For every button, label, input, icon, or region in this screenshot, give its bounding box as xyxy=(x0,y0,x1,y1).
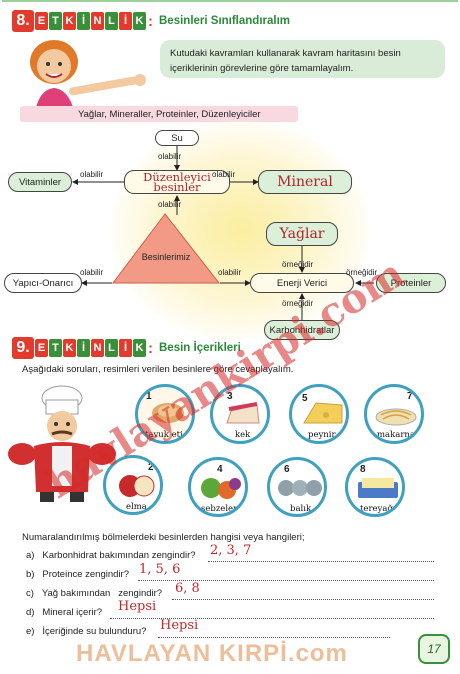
chicken-icon xyxy=(152,403,184,423)
activity-letter: İ xyxy=(77,12,90,30)
food-sebzeler: 4 sebzeler xyxy=(188,457,248,517)
answer-line xyxy=(172,599,434,600)
butter-icon xyxy=(358,478,398,498)
answer-e: Hepsi xyxy=(160,618,199,633)
question-e: e) İçeriğinde su bulunduru? xyxy=(26,626,147,637)
node-enerji: Enerji Verici xyxy=(250,273,354,293)
label-olabilir: olabilir xyxy=(158,200,182,209)
activity-letter: K xyxy=(63,339,76,357)
activity-letter: İ xyxy=(119,12,132,30)
activity9-title: Besin İçerikleri xyxy=(159,342,241,354)
answer-c: 6, 8 xyxy=(175,581,200,596)
word-bank: Yağlar, Mineraller, Proteinler, Düzenley… xyxy=(20,106,298,122)
answer-line xyxy=(110,618,434,619)
activity8-number: 8. xyxy=(12,10,34,32)
activity8-header: 8. E T K İ N L İ K : Besinleri Sınıfland… xyxy=(12,10,290,32)
handwritten-yaglar: Yağlar xyxy=(279,226,325,242)
vegetables-icon xyxy=(201,478,241,499)
cheese-icon xyxy=(303,402,343,424)
food-makarna: 7 makarna xyxy=(364,384,424,444)
page-number: 17 xyxy=(418,634,450,664)
activity-letter: K xyxy=(63,12,76,30)
question-a: a) Karbonhidrat bakımından zengindir? xyxy=(26,550,196,561)
activity-letter: K xyxy=(133,12,146,30)
activity9-instruction: Aşağıdaki soruları, resimleri verilen be… xyxy=(22,364,294,375)
activity-letter: İ xyxy=(77,339,90,357)
footer-brand: HAVLAYAN KIRPİ.com xyxy=(76,640,348,667)
apple-icon xyxy=(119,475,155,497)
question-b: b) Proteince zengindir? xyxy=(26,569,129,580)
activity-letter: E xyxy=(35,12,48,30)
instruction-bubble: Kutudaki kavramları kullanarak kavram ha… xyxy=(160,40,445,78)
activity-letter: L xyxy=(105,12,118,30)
answer-line xyxy=(138,580,434,581)
activity-letter: İ xyxy=(119,339,132,357)
activity9-number: 9. xyxy=(12,337,34,359)
node-yapici: Yapıcı-Onarıcı xyxy=(4,273,82,293)
label-olabilir: olabilir xyxy=(80,268,104,277)
activity8-instruction: Kutudaki kavramları kullanarak kavram ha… xyxy=(170,48,401,74)
food-kek: 3 kek xyxy=(210,384,270,444)
food-tereyagi: 8 tereyağı xyxy=(345,457,405,517)
top-border xyxy=(2,0,458,2)
label-olabilir: olabilir xyxy=(80,170,104,179)
activity-letter: N xyxy=(91,12,104,30)
triangle-label: Besinlerimiz xyxy=(141,252,191,262)
chef-illustration xyxy=(8,385,116,502)
food-balik: 6 balık xyxy=(267,457,327,517)
question-c: c) Yağ bakımından zengindir? xyxy=(26,588,163,599)
handwritten-duzenleyici: Düzenleyici besinler xyxy=(143,170,211,194)
food-peynir: 5 peynir xyxy=(289,384,349,444)
label-olabilir: olabilir xyxy=(212,170,236,179)
word-bank-text: Yağlar, Mineraller, Proteinler, Düzenley… xyxy=(78,108,261,120)
answer-d: Hepsi xyxy=(118,599,157,614)
node-mineral: Mineral xyxy=(258,170,352,194)
label-ornegidir: örneğidir xyxy=(282,299,314,308)
question-intro: Numaralandırılmış bölmelerdeki besinlerd… xyxy=(22,532,305,543)
node-yaglar: Yağlar xyxy=(266,222,338,246)
cake-icon xyxy=(226,402,260,424)
label-olabilir: olabilir xyxy=(158,152,182,161)
label-olabilir: olabilir xyxy=(218,268,242,277)
node-vitaminler: Vitaminler xyxy=(8,172,72,192)
activity-letter: L xyxy=(105,339,118,357)
answer-b: 1, 5, 6 xyxy=(139,562,181,577)
activity-letter: E xyxy=(35,339,48,357)
activity9-header: 9. E T K İ N L İ K : Besin İçerikleri xyxy=(12,337,241,359)
fish-icon xyxy=(278,480,322,496)
node-duzenleyici: Düzenleyici besinler xyxy=(124,170,230,194)
activity8-title: Besinleri Sınıflandıralım xyxy=(159,15,291,27)
label-ornegidir: örneğidir xyxy=(282,260,314,269)
answer-line xyxy=(208,561,434,562)
node-karbonhidratlar: Karbonhidratlar xyxy=(264,320,340,340)
question-d: d) Mineral içerir? xyxy=(26,607,103,618)
activity-letter: T xyxy=(49,339,62,357)
node-proteinler: Proteinler xyxy=(376,273,446,293)
activity-letter: N xyxy=(91,339,104,357)
answer-line xyxy=(158,637,390,638)
activity-letter: T xyxy=(49,12,62,30)
food-elma: 2 elma xyxy=(103,455,163,515)
label-ornegidir: örneğidir xyxy=(346,268,378,277)
food-tavuk-eti: 1 tavuk eti xyxy=(135,384,195,444)
activity-letter: K xyxy=(133,339,146,357)
pasta-icon xyxy=(375,408,417,426)
handwritten-mineral: Mineral xyxy=(277,174,333,190)
node-su: Su xyxy=(155,130,199,146)
answer-a: 2, 3, 7 xyxy=(210,543,252,558)
